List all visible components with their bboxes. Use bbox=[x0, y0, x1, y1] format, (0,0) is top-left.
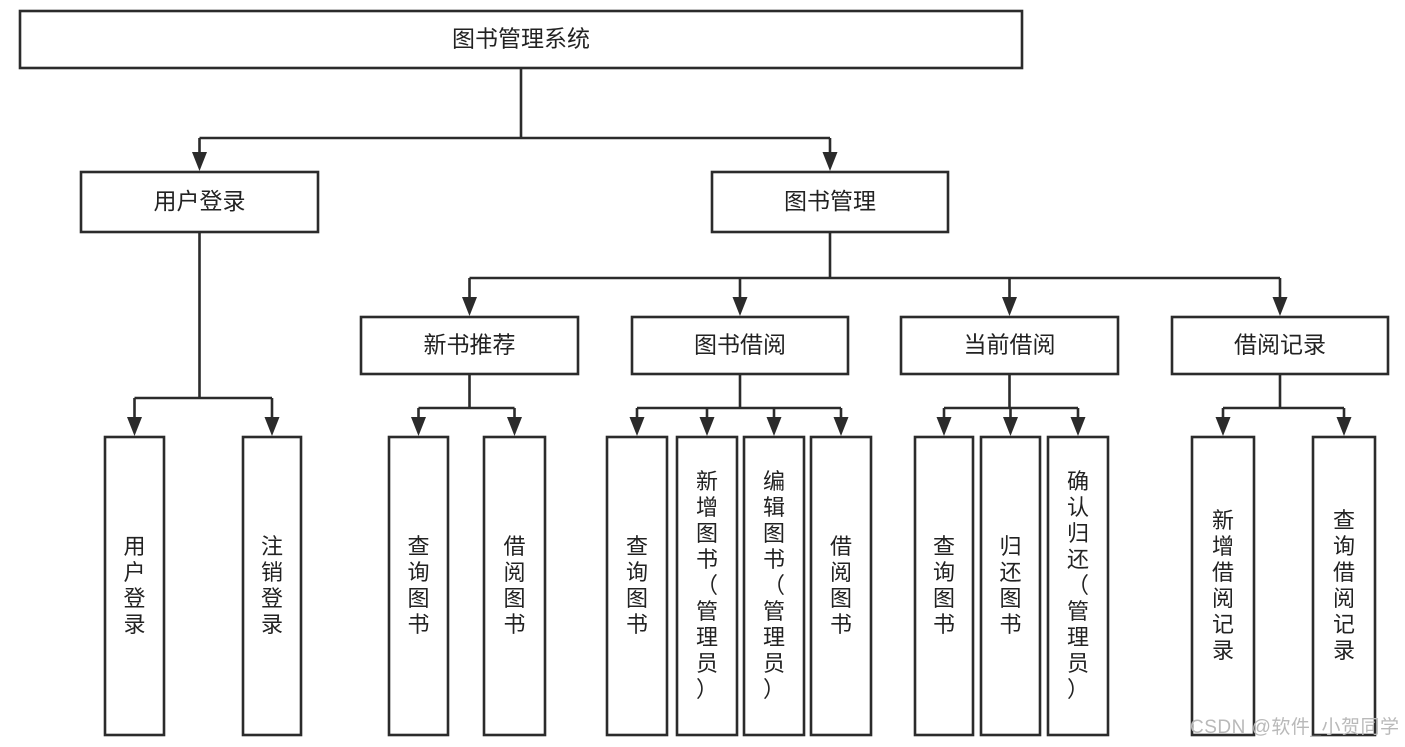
node-leaf-edit-book[interactable]: 编辑图书（管理员） bbox=[742, 435, 806, 737]
conn-book-manage-arrow-1 bbox=[732, 297, 748, 316]
node-current-borrow[interactable]: 当前借阅 bbox=[899, 315, 1120, 376]
conn-root-arrow-1 bbox=[822, 152, 838, 171]
conn-borrow-record-arrow-1 bbox=[1336, 417, 1352, 436]
conn-root-arrow-0 bbox=[192, 152, 207, 171]
node-book-borrow[interactable]: 图书借阅 bbox=[630, 315, 850, 376]
node-box-leaf-logout[interactable] bbox=[241, 435, 303, 737]
node-leaf-return-book[interactable]: 归还图书 bbox=[979, 435, 1042, 737]
conn-book-borrow-arrow-3 bbox=[833, 417, 849, 436]
node-box-leaf-borrow-book[interactable] bbox=[809, 435, 873, 737]
node-box-borrow-record[interactable] bbox=[1170, 315, 1390, 376]
node-label-book-manage: 图书管理 bbox=[784, 188, 876, 214]
node-label-leaf-user-login: 用户登录 bbox=[123, 534, 145, 637]
node-label-root: 图书管理系统 bbox=[452, 26, 590, 52]
node-leaf-add-borrow-record[interactable]: 新增借阅记录 bbox=[1190, 435, 1256, 737]
node-label-leaf-confirm-return: 确认归还（管理员） bbox=[1067, 469, 1089, 702]
conn-current-borrow-arrow-1 bbox=[1003, 417, 1018, 436]
conn-book-manage-arrow-3 bbox=[1272, 297, 1288, 316]
conn-borrow-record-arrow-0 bbox=[1215, 417, 1231, 436]
conn-book-borrow-arrow-2 bbox=[766, 417, 782, 436]
conn-current-borrow-arrow-0 bbox=[936, 417, 952, 436]
node-label-user-login: 用户登录 bbox=[154, 188, 246, 214]
node-label-leaf-query-book-borrow: 查询图书 bbox=[626, 534, 648, 637]
conn-user-login-arrow-1 bbox=[264, 417, 280, 436]
node-leaf-borrow-book-recommend[interactable]: 借阅图书 bbox=[482, 435, 547, 737]
node-box-leaf-query-book-current[interactable] bbox=[913, 435, 975, 737]
node-leaf-add-book[interactable]: 新增图书（管理员） bbox=[675, 435, 739, 737]
conn-book-manage-arrow-0 bbox=[462, 297, 477, 316]
node-label-leaf-add-book: 新增图书（管理员） bbox=[696, 469, 718, 702]
node-borrow-record[interactable]: 借阅记录 bbox=[1170, 315, 1390, 376]
conn-new-book-recommend-arrow-0 bbox=[411, 417, 426, 436]
node-box-leaf-add-book[interactable] bbox=[675, 435, 739, 737]
node-label-leaf-query-book-current: 查询图书 bbox=[933, 534, 955, 637]
node-root[interactable]: 图书管理系统 bbox=[18, 9, 1024, 70]
node-box-current-borrow[interactable] bbox=[899, 315, 1120, 376]
node-box-book-borrow[interactable] bbox=[630, 315, 850, 376]
node-box-leaf-return-book[interactable] bbox=[979, 435, 1042, 737]
node-box-leaf-confirm-return[interactable] bbox=[1046, 435, 1110, 737]
conn-book-borrow-arrow-0 bbox=[629, 417, 645, 436]
node-new-book-recommend[interactable]: 新书推荐 bbox=[359, 315, 580, 376]
node-box-leaf-borrow-book-recommend[interactable] bbox=[482, 435, 547, 737]
node-label-leaf-borrow-book: 借阅图书 bbox=[830, 534, 852, 637]
node-leaf-query-book-borrow[interactable]: 查询图书 bbox=[605, 435, 669, 737]
node-box-leaf-add-borrow-record[interactable] bbox=[1190, 435, 1256, 737]
conn-new-book-recommend-arrow-1 bbox=[507, 417, 522, 436]
node-box-leaf-edit-book[interactable] bbox=[742, 435, 806, 737]
node-leaf-borrow-book[interactable]: 借阅图书 bbox=[809, 435, 873, 737]
node-box-user-login[interactable] bbox=[79, 170, 320, 234]
node-leaf-query-book-recommend[interactable]: 查询图书 bbox=[387, 435, 450, 737]
node-leaf-user-login[interactable]: 用户登录 bbox=[103, 435, 166, 737]
node-leaf-query-borrow-record[interactable]: 查询借阅记录 bbox=[1311, 435, 1377, 737]
node-label-leaf-borrow-book-recommend: 借阅图书 bbox=[503, 534, 525, 637]
node-label-new-book-recommend: 新书推荐 bbox=[424, 332, 516, 358]
node-label-leaf-edit-book: 编辑图书（管理员） bbox=[763, 469, 785, 702]
node-label-leaf-add-borrow-record: 新增借阅记录 bbox=[1212, 508, 1234, 663]
node-user-login[interactable]: 用户登录 bbox=[79, 170, 320, 234]
node-box-leaf-query-book-borrow[interactable] bbox=[605, 435, 669, 737]
node-label-leaf-query-borrow-record: 查询借阅记录 bbox=[1333, 508, 1355, 663]
node-box-leaf-query-borrow-record[interactable] bbox=[1311, 435, 1377, 737]
node-box-new-book-recommend[interactable] bbox=[359, 315, 580, 376]
conn-current-borrow-arrow-2 bbox=[1070, 417, 1086, 436]
conn-book-manage-arrow-2 bbox=[1002, 297, 1017, 316]
node-leaf-logout[interactable]: 注销登录 bbox=[241, 435, 303, 737]
node-label-borrow-record: 借阅记录 bbox=[1234, 332, 1326, 358]
node-label-leaf-query-book-recommend: 查询图书 bbox=[407, 534, 429, 637]
node-label-book-borrow: 图书借阅 bbox=[694, 332, 786, 358]
node-box-leaf-user-login[interactable] bbox=[103, 435, 166, 737]
node-box-book-manage[interactable] bbox=[710, 170, 950, 234]
nodes-layer: 图书管理系统用户登录图书管理新书推荐图书借阅当前借阅借阅记录用户登录注销登录查询… bbox=[18, 9, 1390, 737]
conn-user-login-arrow-0 bbox=[127, 417, 142, 436]
node-label-leaf-logout: 注销登录 bbox=[261, 534, 283, 637]
node-label-current-borrow: 当前借阅 bbox=[964, 332, 1056, 358]
node-book-manage[interactable]: 图书管理 bbox=[710, 170, 950, 234]
node-label-leaf-return-book: 归还图书 bbox=[999, 534, 1021, 637]
csdn-watermark: CSDN @软件_小贺同学 bbox=[1190, 716, 1399, 738]
node-box-leaf-query-book-recommend[interactable] bbox=[387, 435, 450, 737]
node-leaf-confirm-return[interactable]: 确认归还（管理员） bbox=[1046, 435, 1110, 737]
connectors-layer bbox=[127, 68, 1352, 436]
node-leaf-query-book-current[interactable]: 查询图书 bbox=[913, 435, 975, 737]
node-box-root[interactable] bbox=[18, 9, 1024, 70]
conn-book-borrow-arrow-1 bbox=[699, 417, 715, 436]
